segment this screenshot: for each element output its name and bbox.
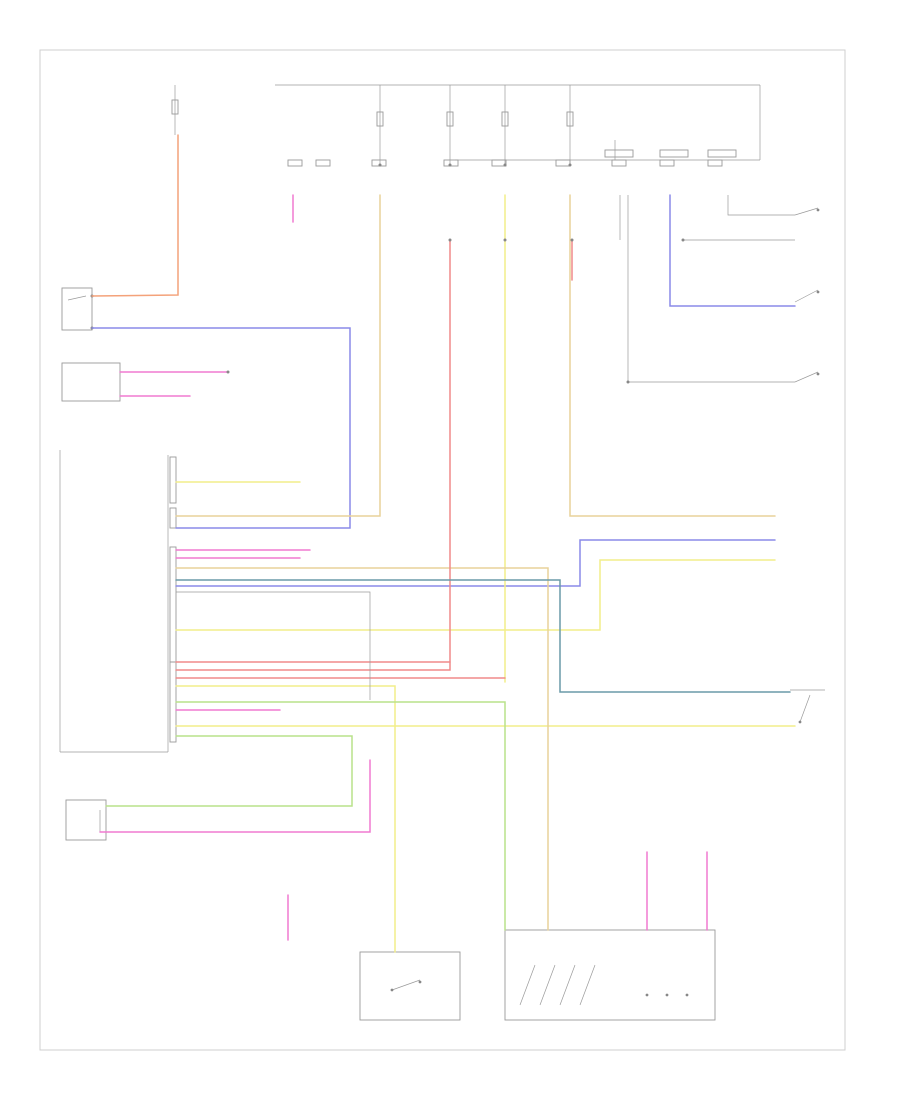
fuse-3	[446, 85, 454, 165]
fuse-1	[171, 85, 179, 135]
clock	[61, 362, 121, 402]
wire-green-2	[175, 701, 506, 931]
fuel-tank-unit	[790, 689, 825, 724]
wire-teal	[175, 579, 791, 693]
wire-blue-right-1	[669, 194, 796, 307]
wire-green-1	[105, 735, 353, 807]
wire-orange-feed	[91, 134, 179, 297]
cruise-control-switch	[504, 929, 716, 1021]
fuse-6	[604, 140, 737, 160]
wire-yellow-2	[175, 559, 776, 631]
wire-gray-3	[727, 195, 795, 216]
fuse-5	[566, 85, 574, 165]
splice-dots	[226, 163, 685, 384]
instrument-cluster	[59, 450, 169, 753]
cluster-pins	[169, 456, 177, 743]
wire-tan-2	[175, 567, 549, 931]
wire-gray-4	[176, 591, 371, 700]
wire-gray-1	[627, 195, 795, 383]
page-frame	[39, 49, 846, 1051]
wire-magenta-sender	[99, 759, 371, 833]
fuse-2	[376, 85, 384, 165]
wire-blue-right-2	[175, 539, 776, 587]
wire-blue-main	[91, 327, 351, 529]
top-connectors	[287, 159, 723, 167]
wire-yellow-3	[175, 685, 396, 953]
wire-tan-1	[175, 194, 381, 517]
wire-tan-3	[569, 194, 776, 517]
wire-red-1	[175, 239, 451, 671]
ignition-switch	[61, 287, 94, 331]
hazard-flasher-switch	[359, 951, 461, 1021]
right-switch-contacts	[794, 207, 820, 383]
fuse-4	[501, 85, 509, 165]
fuel-sender	[65, 799, 107, 841]
